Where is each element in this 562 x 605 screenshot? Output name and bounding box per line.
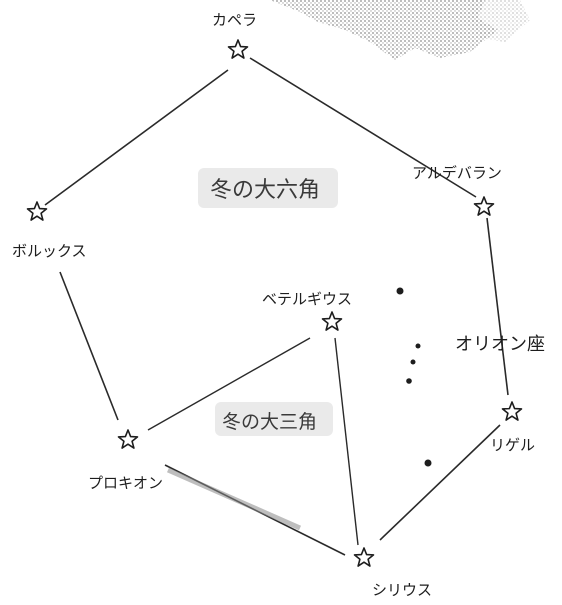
aldebaran-label: アルデバラン bbox=[412, 164, 502, 182]
line-aldebaran-rigel bbox=[486, 217, 509, 396]
line-capella-aldebaran bbox=[249, 57, 477, 198]
star-icon bbox=[321, 311, 343, 331]
pollux-label: ボルックス bbox=[12, 242, 87, 260]
winter-hexagon-label: 冬の大六角 bbox=[210, 178, 320, 203]
line-betelgeuse-sirius bbox=[334, 337, 359, 546]
orion-label: オリオン座 bbox=[455, 334, 545, 355]
procyon-sirius-shadow bbox=[166, 467, 302, 531]
star-icon bbox=[353, 547, 375, 567]
betelgeuse-label: ベテルギウス bbox=[262, 290, 352, 308]
milky-way-shading-edge bbox=[470, 0, 530, 42]
orion-dot bbox=[410, 359, 416, 365]
capella-label: カペラ bbox=[212, 11, 257, 29]
star-icon bbox=[501, 401, 523, 421]
milky-way-shading bbox=[270, 0, 498, 60]
orion-dot bbox=[415, 343, 421, 349]
rigel-label: リゲル bbox=[490, 436, 535, 454]
star-icon bbox=[117, 429, 139, 449]
winter-triangle-label: 冬の大三角 bbox=[222, 411, 317, 433]
orion-dot bbox=[406, 378, 412, 384]
star-icon bbox=[473, 196, 495, 216]
winter-triangle-lines bbox=[147, 337, 359, 546]
line-rigel-sirius bbox=[379, 424, 501, 541]
winter-hexagon-lines bbox=[44, 57, 509, 556]
line-pollux-capella bbox=[44, 69, 229, 206]
sirius-label: シリウス bbox=[372, 581, 432, 599]
triangle-label-shade bbox=[215, 402, 333, 436]
line-betelgeuse-procyon bbox=[147, 337, 311, 431]
star-icon bbox=[26, 201, 48, 221]
star-icon bbox=[227, 39, 249, 59]
star-icons bbox=[26, 39, 523, 567]
line-procyon-pollux bbox=[59, 271, 119, 421]
orion-dots bbox=[396, 287, 432, 467]
procyon-label: プロキオン bbox=[88, 474, 163, 492]
hexagon-label-shade bbox=[198, 168, 338, 208]
orion-dot bbox=[424, 459, 432, 467]
orion-dot bbox=[396, 287, 404, 295]
